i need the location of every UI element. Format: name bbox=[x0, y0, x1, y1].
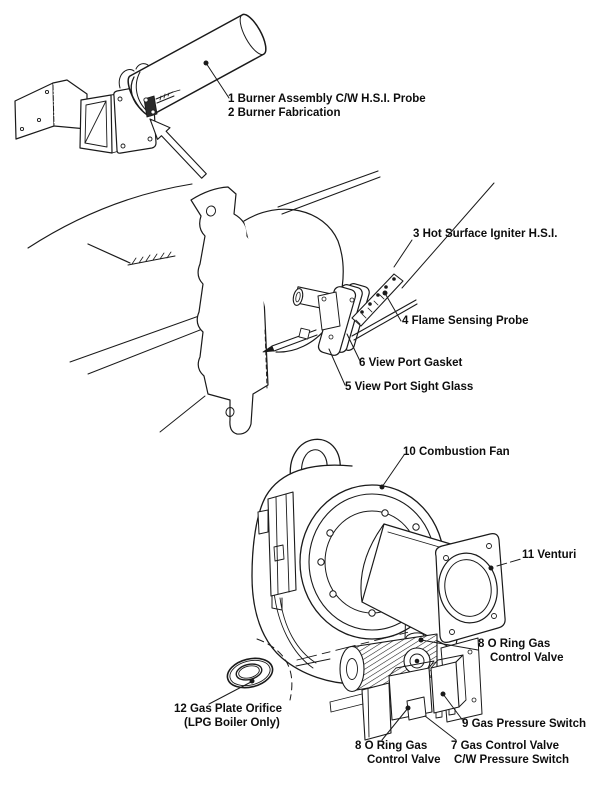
burner-assembly-drawing bbox=[14, 13, 267, 154]
label-o-ring-upper: 8 O Ring Gas Control Valve bbox=[478, 637, 564, 665]
label-o-ring-lower: 8 O Ring Gas Control Valve bbox=[355, 739, 441, 767]
gas-plate-orifice-drawing bbox=[226, 657, 274, 689]
label-gas-plate-orifice: 12 Gas Plate Orifice (LPG Boiler Only) bbox=[174, 702, 282, 730]
label-o-ring-lower-line1: 8 O Ring Gas bbox=[355, 740, 428, 752]
label-o-ring-upper-line2: Control Valve bbox=[490, 652, 564, 664]
label-gas-pressure-switch: 9 Gas Pressure Switch bbox=[462, 718, 587, 730]
fan-assembly-drawing bbox=[226, 438, 506, 741]
label-gas-control-valve-line1: 7 Gas Control Valve bbox=[451, 740, 560, 752]
label-burner-fabrication: 2 Burner Fabrication bbox=[228, 107, 341, 119]
pointer-arrow bbox=[149, 118, 207, 179]
label-hot-surface-igniter: 3 Hot Surface Igniter H.S.I. bbox=[413, 228, 558, 240]
label-flame-sensing-probe: 4 Flame Sensing Probe bbox=[402, 315, 529, 327]
label-view-port-sight-glass: 5 View Port Sight Glass bbox=[345, 381, 474, 393]
label-gas-plate-orifice-line1: 12 Gas Plate Orifice bbox=[174, 703, 283, 715]
label-burner-assembly: 1 Burner Assembly C/W H.S.I. Probe bbox=[228, 93, 426, 105]
leader-dot-venturi bbox=[488, 565, 494, 571]
leader-dot-flame-probe bbox=[382, 290, 388, 296]
label-gas-plate-orifice-line2: (LPG Boiler Only) bbox=[184, 717, 280, 729]
label-view-port-gasket: 6 View Port Gasket bbox=[359, 357, 463, 369]
boiler-section-drawing bbox=[27, 170, 495, 435]
label-o-ring-lower-line2: Control Valve bbox=[367, 754, 441, 766]
label-combustion-fan: 10 Combustion Fan bbox=[403, 446, 510, 458]
label-venturi: 11 Venturi bbox=[522, 549, 577, 561]
leader-lines bbox=[203, 60, 522, 741]
label-gas-control-valve-line2: C/W Pressure Switch bbox=[454, 754, 570, 766]
label-o-ring-upper-line1: 8 O Ring Gas bbox=[478, 638, 551, 650]
label-gas-control-valve: 7 Gas Control Valve C/W Pressure Switch bbox=[451, 739, 569, 767]
